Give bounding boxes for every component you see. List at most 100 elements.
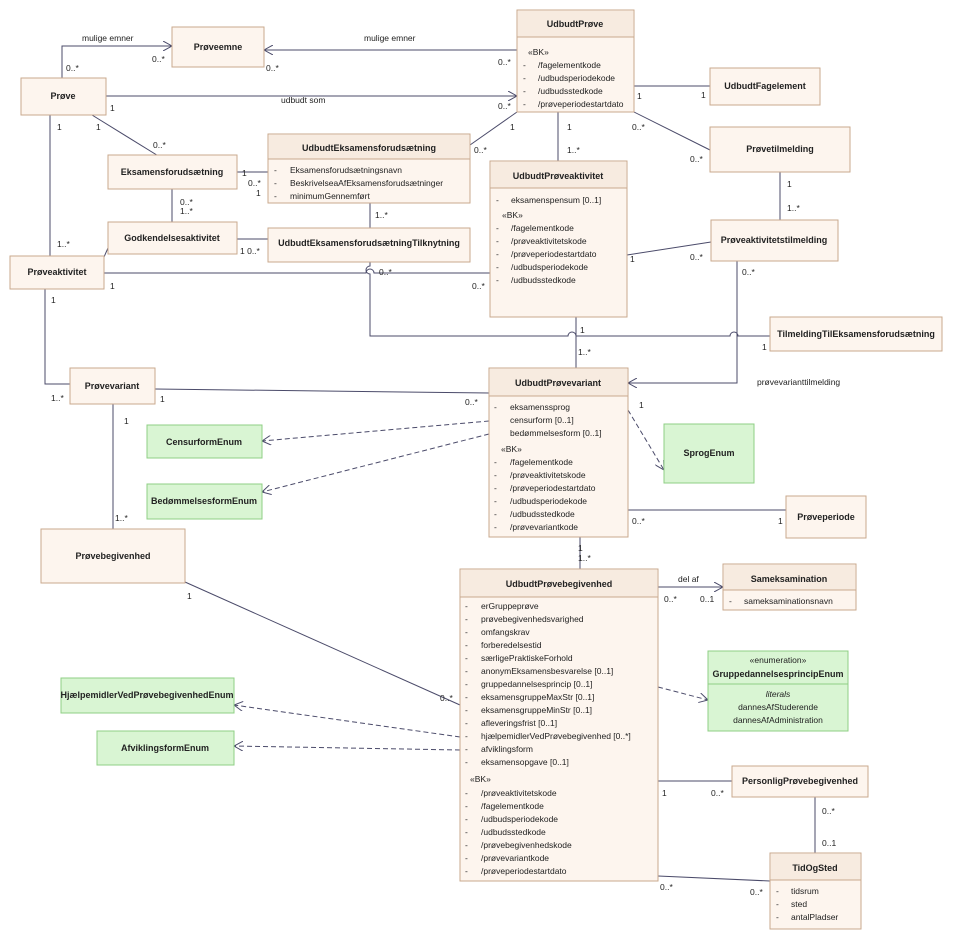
attr: eksamensopgave [0..1] (481, 757, 569, 767)
class-title: GruppedannelsesprincipEnum (712, 669, 843, 679)
mult: 1 (778, 516, 783, 526)
mult: 1 (701, 90, 706, 100)
associations (44, 46, 816, 882)
dep-sprog[interactable] (627, 409, 664, 470)
class-prove[interactable]: Prøve (20, 77, 107, 116)
attr: eksamenssprog (510, 402, 570, 412)
enum-censurform[interactable]: CensurformEnum (146, 424, 263, 459)
mult: 1..* (57, 239, 70, 249)
attr: - (776, 886, 779, 896)
class-udbudtfagelement[interactable]: UdbudtFagelement (709, 67, 821, 106)
attr: - (496, 195, 499, 205)
attr: - (523, 99, 526, 109)
mult: 0..* (750, 887, 763, 897)
class-sameksamination[interactable]: Sameksamination -sameksaminationsnavn (722, 563, 857, 611)
mult: 1 (242, 168, 247, 178)
attr: - (523, 86, 526, 96)
attr: Eksamensforudsætningsnavn (290, 165, 402, 175)
attr-marker: - (465, 814, 468, 824)
mult: 0..* (690, 154, 703, 164)
class-proveemne[interactable]: Prøveemne (171, 26, 265, 68)
enum-gruppedannelsesprincip[interactable]: «enumeration» GruppedannelsesprincipEnum… (707, 650, 849, 732)
edge-udbudtaktivitet-aktivitetstilm[interactable] (626, 241, 712, 256)
class-title: Godkendelsesaktivitet (124, 233, 220, 243)
stereotype: «BK» (470, 774, 491, 784)
attr: - (496, 223, 499, 233)
class-provevariant[interactable]: Prøvevariant (69, 367, 156, 405)
class-title: Prøvebegivenhed (75, 551, 150, 561)
dep-bedommelsesform[interactable] (262, 433, 490, 492)
literal: dannesAfAdministration (733, 715, 823, 725)
enum-sprog[interactable]: SprogEnum (663, 423, 755, 484)
attr: - (496, 275, 499, 285)
attr-marker: - (465, 692, 468, 702)
class-proveaktivitetstilmelding[interactable]: Prøveaktivitetstilmelding (710, 219, 839, 262)
edge-provevariant-udbudtvariant[interactable] (154, 388, 490, 394)
class-proveperiode[interactable]: Prøveperiode (785, 495, 867, 539)
edge-udbudtbegivenhed-tidogsted[interactable] (657, 875, 771, 882)
edge-proveaktivitet-provevariant[interactable] (44, 289, 70, 385)
class-tidogsted[interactable]: TidOgSted -tidsrum -sted -antalPladser (769, 852, 862, 930)
class-title: Prøveaktivitet (27, 267, 86, 277)
edge-tilk-tilmeldingtileks[interactable] (365, 262, 770, 337)
class-eksamensforudsaetning[interactable]: Eksamensforudsætning (107, 154, 238, 190)
class-title: Prøveaktivitetstilmelding (721, 235, 828, 245)
class-udbudteksamensforudsaetning[interactable]: UdbudtEksamensforudsætning -Eksamensforu… (267, 133, 471, 204)
mult: 1..* (51, 393, 64, 403)
class-udbudtproveaktivitet[interactable]: UdbudtPrøveaktivitet -eksamenspensum [0.… (489, 160, 628, 318)
stereotype: «enumeration» (750, 655, 807, 665)
edge-udbudtprove-provetilmelding[interactable] (633, 111, 711, 151)
attr: erGruppeprøve (481, 601, 539, 611)
attr: hjælpemidlerVedPrøvebegivenhed [0..*] (481, 731, 631, 741)
class-provebegivenhed[interactable]: Prøvebegivenhed (40, 528, 186, 584)
mult: 1 (787, 179, 792, 189)
attr-marker: - (465, 679, 468, 689)
class-title: SprogEnum (684, 448, 735, 458)
attr-marker: - (465, 614, 468, 624)
edge-aktivitetstilm-provevariant[interactable] (628, 261, 738, 383)
dep-censurform[interactable] (262, 420, 490, 441)
class-title: UdbudtEksamensforudsætningTilknytning (278, 238, 460, 248)
class-title: UdbudtPrøveaktivitet (513, 171, 604, 181)
class-udbudtprovevariant[interactable]: UdbudtPrøvevariant -eksamenssprog censur… (488, 367, 629, 538)
label-del-af: del af (678, 574, 699, 584)
dep-hjaelpemidler[interactable] (234, 705, 461, 738)
class-provetilmelding[interactable]: Prøvetilmelding (709, 126, 851, 173)
enum-afviklingsform[interactable]: AfviklingsformEnum (96, 730, 235, 766)
mult: 0..* (379, 267, 392, 277)
edge-provebegivenhed-udbudtbegivenhed[interactable] (184, 581, 461, 706)
dep-gruppedannelse[interactable] (657, 686, 708, 700)
attr-marker: - (465, 718, 468, 728)
class-personligprovebegivenhed[interactable]: PersonligPrøvebegivenhed (731, 765, 869, 798)
attr: /prøveperiodestartdato (538, 99, 624, 109)
class-godkendelsesaktivitet[interactable]: Godkendelsesaktivitet (107, 221, 238, 255)
edge-godkendelses-proveaktivitet[interactable] (103, 247, 109, 258)
edge-proveaktivitet-udbudtproveaktivitet[interactable] (104, 268, 490, 274)
mult: 1 (160, 394, 165, 404)
attr-marker: - (465, 601, 468, 611)
dep-afviklingsform[interactable] (234, 746, 461, 750)
attr-marker: - (465, 853, 468, 863)
class-title: Prøve (50, 91, 75, 101)
enum-bedommelsesform[interactable]: BedømmelsesformEnum (146, 483, 263, 520)
section-label: literals (766, 689, 791, 699)
attr: - (776, 912, 779, 922)
mult: 1 (124, 416, 129, 426)
edge-prove-eksforuds[interactable] (91, 114, 161, 158)
attr: /fagelementkode (481, 801, 544, 811)
class-udbudtprovebegivenhed[interactable]: UdbudtPrøvebegivenhed -erGruppeprøve-prø… (459, 568, 659, 882)
class-proveaktivitet[interactable]: Prøveaktivitet (9, 255, 105, 290)
mult: 1 (639, 400, 644, 410)
attr: /udbudsstedkode (511, 275, 576, 285)
class-udbudtprove[interactable]: UdbudtPrøve «BK» -/fagelementkode -/udbu… (516, 9, 635, 113)
class-udbudteksforudstilknytning[interactable]: UdbudtEksamensforudsætningTilknytning (267, 227, 471, 263)
class-title: Prøvevariant (85, 381, 140, 391)
bk-attribute-list: -/prøveaktivitetskode-/fagelementkode-/u… (465, 788, 572, 876)
edge-prove-proveemne[interactable] (61, 46, 172, 78)
mult: 0..* (632, 516, 645, 526)
class-tilmeldingtileksamensforudsaetning[interactable]: TilmeldingTilEksamensforudsætning (769, 316, 943, 352)
edge-udbudtprove-eksforuds[interactable] (469, 111, 518, 146)
enum-hjaelpemidler[interactable]: HjælpemidlerVedPrøvebegivenhedEnum (60, 677, 235, 714)
attr: forberedelsestid (481, 640, 542, 650)
attr: /udbudsperiodekode (511, 262, 588, 272)
